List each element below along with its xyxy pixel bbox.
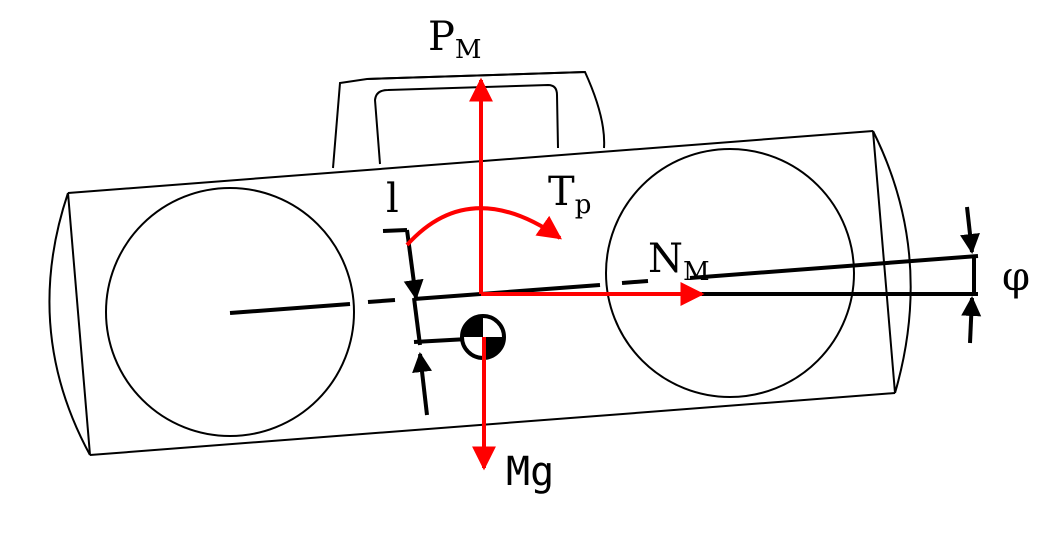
mg-label: Mg: [506, 449, 554, 495]
force-vectors: [405, 77, 705, 471]
nm-label-main: N: [648, 236, 683, 282]
tp-label: Tp: [548, 169, 591, 220]
left-wheel: [105, 187, 355, 437]
body-bottom-edge: [89, 392, 896, 456]
body-top-edge: [67, 130, 874, 194]
housing-outline: [332, 70, 606, 169]
pm-label-sub: M: [455, 35, 482, 65]
right-wheel: [605, 148, 855, 398]
tp-label-sub: p: [575, 190, 592, 220]
housing-inner-window: [373, 83, 559, 165]
phi-dimension: [960, 206, 982, 344]
left-end-cap: [48, 192, 91, 456]
housing-top-edge: [366, 71, 586, 80]
tp-label-main: T: [548, 169, 575, 215]
phi-arrow-top: [960, 206, 980, 254]
l-label: l: [386, 176, 399, 222]
tp-moment-arrow: [405, 206, 562, 247]
body-left-seam: [67, 192, 91, 456]
top-housing: [332, 70, 606, 169]
center-line: [229, 254, 979, 315]
right-end-cap: [872, 130, 912, 394]
cylinder-body: [48, 130, 912, 456]
phi-arrow-bottom: [961, 296, 982, 344]
phi-label: φ: [1002, 254, 1030, 300]
nm-label-sub: M: [683, 257, 710, 287]
nm-label: NM: [648, 236, 710, 287]
l-arrow-up: [412, 352, 432, 416]
pm-label: PM: [428, 14, 482, 65]
pm-label-main: P: [428, 14, 455, 60]
